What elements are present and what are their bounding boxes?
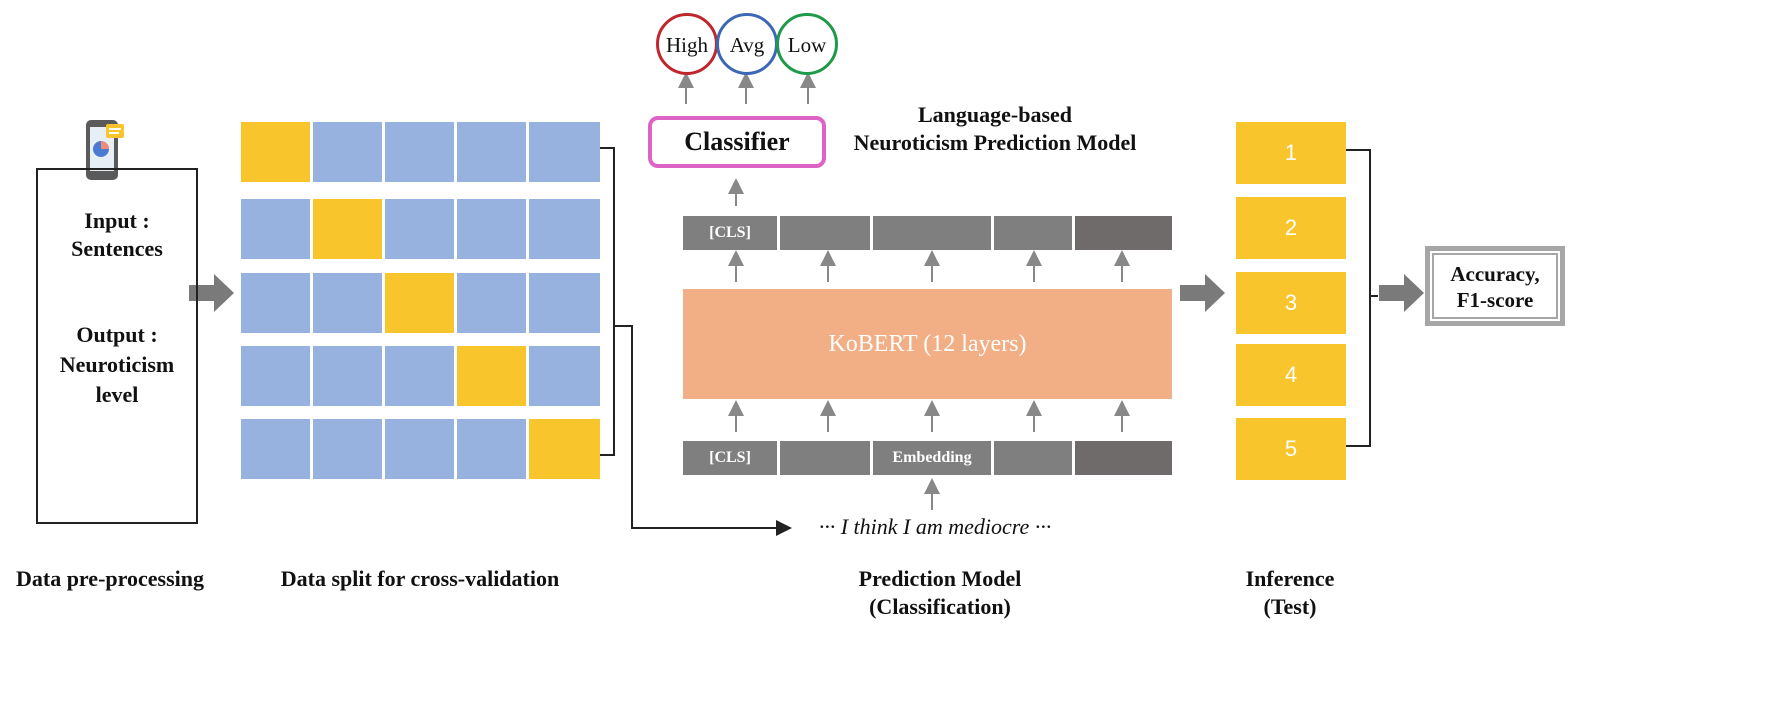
embedding-token-cls: [CLS] — [683, 441, 780, 475]
block-arrow-2 — [1180, 274, 1225, 312]
fold-cell-train — [529, 122, 600, 182]
output-avg-circle: Avg — [716, 13, 778, 75]
output-value-line1: Neuroticism — [59, 352, 175, 377]
caption-data-split: Data split for cross-validation — [280, 566, 560, 591]
inference-fold-2: 2 — [1236, 197, 1346, 259]
output-token — [1075, 216, 1172, 250]
smartphone-icon — [84, 118, 128, 182]
caption-inference-line1: Inference — [1245, 566, 1335, 591]
fold-cell-train — [385, 346, 457, 406]
inference-fold-3: 3 — [1236, 272, 1346, 334]
fold-cell-train — [529, 273, 600, 333]
fold-cell-train — [457, 199, 529, 259]
fold-cell-train — [529, 346, 600, 406]
fold-cell-train — [241, 346, 313, 406]
embedding-token-label: Embedding — [873, 441, 994, 475]
output-low-circle: Low — [776, 13, 838, 75]
output-high-circle: High — [656, 13, 718, 75]
preprocessing-box: Input : Sentences Output : Neuroticism l… — [36, 168, 198, 524]
fold-cell-train — [313, 273, 385, 333]
output-label: Output : — [76, 322, 158, 347]
model-title-line1: Language-based — [917, 102, 1073, 127]
classifier-box: Classifier — [648, 116, 826, 168]
block-arrow-3 — [1379, 274, 1424, 312]
fold-cell-train — [385, 199, 457, 259]
kobert-label: KoBERT (12 layers) — [828, 331, 1027, 357]
embedding-token — [1075, 441, 1172, 475]
fold-cell-train — [457, 122, 529, 182]
input-sentence: ··· I think I am mediocre ··· — [818, 514, 1052, 539]
fold-cell-train — [241, 273, 313, 333]
fold-cell-train — [313, 346, 385, 406]
output-token — [994, 216, 1075, 250]
fold-cell-train — [457, 419, 529, 479]
metrics-box: Accuracy, F1-score — [1425, 246, 1565, 326]
fold-cell-train — [313, 419, 385, 479]
caption-model-line2: (Classification) — [869, 594, 1011, 619]
input-label: Input : — [84, 208, 150, 233]
fold-cell-train — [529, 199, 600, 259]
inference-fold-4: 4 — [1236, 344, 1346, 406]
embedding-token — [994, 441, 1075, 475]
output-token — [873, 216, 994, 250]
input-value: Sentences — [71, 236, 163, 261]
output-value-line2: level — [95, 382, 139, 407]
metrics-line1: Accuracy, — [1450, 262, 1540, 286]
fold-cell-train — [313, 122, 385, 182]
fold-cell-test — [529, 419, 600, 479]
kobert-block: KoBERT (12 layers) — [683, 289, 1172, 399]
fold-grid — [241, 122, 600, 479]
fold-cell-test — [457, 346, 529, 406]
caption-model-line1: Prediction Model — [858, 566, 1022, 591]
caption-inference-line2: (Test) — [1263, 594, 1317, 619]
output-token — [780, 216, 873, 250]
inference-fold-5: 5 — [1236, 418, 1346, 480]
model-title-line2: Neuroticism Prediction Model — [853, 130, 1137, 155]
fold-cell-train — [457, 273, 529, 333]
fold-cell-train — [241, 419, 313, 479]
fold-cell-train — [385, 419, 457, 479]
fold-cell-train — [241, 199, 313, 259]
block-arrow-1 — [189, 274, 234, 312]
caption-preprocessing: Data pre-processing — [15, 566, 204, 591]
embedding-token — [780, 441, 873, 475]
metrics-line2: F1-score — [1456, 288, 1534, 312]
fold-cell-test — [385, 273, 457, 333]
classifier-label: Classifier — [684, 127, 790, 156]
fold-cell-train — [385, 122, 457, 182]
fold-cell-test — [313, 199, 385, 259]
inference-fold-1: 1 — [1236, 122, 1346, 184]
fold-cell-test — [241, 122, 313, 182]
output-token-cls: [CLS] — [683, 216, 780, 250]
